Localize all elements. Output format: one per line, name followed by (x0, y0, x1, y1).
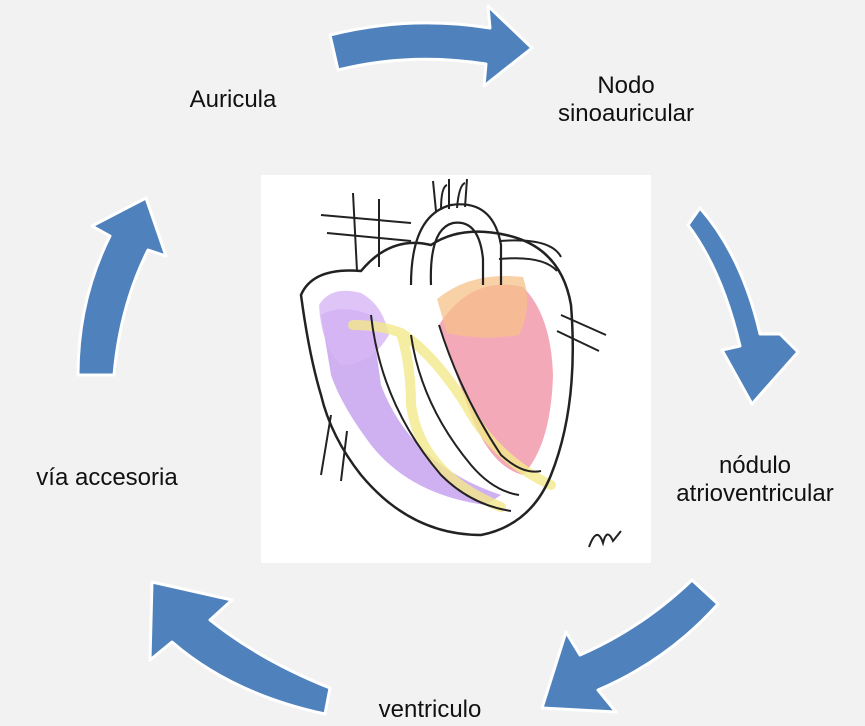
node-via-accesoria: vía accesoria (12, 464, 202, 492)
node-ventriculo: ventriculo (360, 696, 500, 724)
superior-vena-cava (353, 193, 379, 271)
node-nodo-sa-line1: Nodo (536, 72, 716, 100)
aortic-branches (433, 179, 467, 211)
node-nodo-sa-line2: sinoauricular (536, 100, 716, 128)
arrow-via-accesoria-to-auricula (78, 198, 166, 375)
node-nodo-sinoauricular: Nodo sinoauricular (536, 72, 716, 128)
arrow-nodulo-av-to-ventriculo (542, 580, 718, 712)
heart-illustration (261, 175, 651, 563)
arrow-auricula-to-nodo-sa (330, 6, 532, 86)
node-nodulo-atrioventricular: nódulo atrioventricular (655, 452, 855, 508)
node-via-accesoria-label: vía accesoria (12, 464, 202, 492)
node-auricula-label: Auricula (178, 86, 288, 114)
arrow-nodo-sa-to-nodulo-av (688, 208, 798, 404)
node-nodulo-av-line2: atrioventricular (655, 480, 855, 508)
node-ventriculo-label: ventriculo (360, 696, 500, 724)
heart-drawing (261, 175, 651, 563)
arrow-ventriculo-to-via-accesoria (150, 582, 330, 714)
artist-signature (589, 531, 621, 547)
node-auricula: Auricula (178, 86, 288, 114)
left-atrium-region (437, 276, 527, 338)
node-nodulo-av-line1: nódulo (655, 452, 855, 480)
